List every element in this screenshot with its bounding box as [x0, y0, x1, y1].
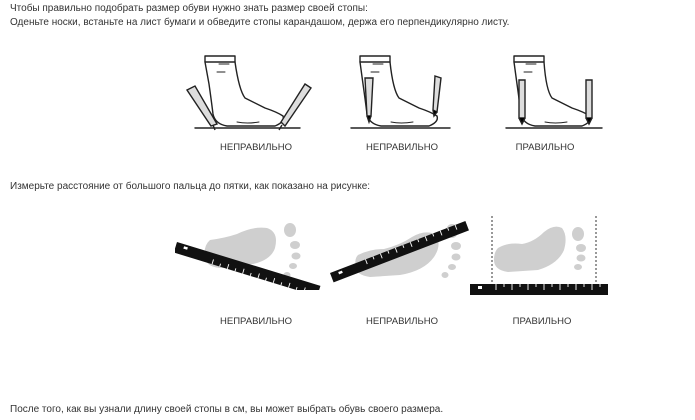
intro-line-2: Оденьте носки, встаньте на лист бумаги и…: [10, 17, 510, 28]
pencil-caption-3: ПРАВИЛЬНО: [515, 142, 575, 153]
footprint-ruler-illustration-1: [175, 220, 325, 290]
ruler-caption-1: НЕПРАВИЛЬНО: [220, 316, 292, 327]
pencil-caption-1: НЕПРАВИЛЬНО: [220, 142, 292, 153]
foot-pencil-illustration-3: [502, 48, 617, 138]
footprint-ruler-illustration-3: [468, 214, 613, 299]
measure-instruction: Измерьте расстояние от большого пальца д…: [10, 181, 371, 192]
pencil-caption-2: НЕПРАВИЛЬНО: [366, 142, 438, 153]
foot-pencil-illustration-1: [185, 48, 315, 138]
footer-note: После того, как вы узнали длину своей ст…: [10, 404, 444, 415]
intro-line-1: Чтобы правильно подобрать размер обуви н…: [10, 3, 368, 14]
foot-pencil-illustration-2: [345, 48, 465, 138]
ruler-caption-3: ПРАВИЛЬНО: [512, 316, 572, 327]
ruler-caption-2: НЕПРАВИЛЬНО: [366, 316, 438, 327]
footprint-ruler-illustration-2: [328, 215, 473, 290]
